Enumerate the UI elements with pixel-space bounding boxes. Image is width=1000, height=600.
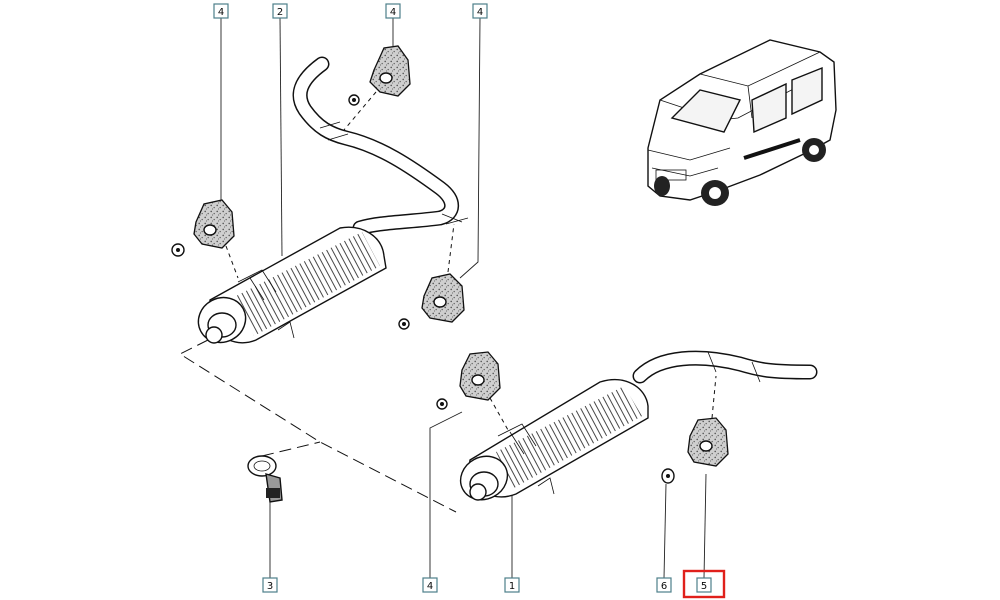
callout-4-top-right[interactable]: 4 (472, 3, 488, 19)
rubber-mount-upper-right (398, 223, 465, 330)
callout-label: 4 (390, 7, 396, 18)
callout-label: 4 (427, 581, 433, 592)
lower-exhaust-assembly (459, 350, 818, 501)
callout-label: 5 (701, 581, 707, 592)
rubber-mount-lower-left (436, 351, 509, 431)
callout-3[interactable]: 3 (262, 577, 278, 593)
van-illustration (647, 39, 837, 206)
callout-4-top-left[interactable]: 4 (213, 3, 229, 19)
callout-label: 3 (267, 581, 273, 592)
callout-1[interactable]: 1 (504, 577, 520, 593)
upper-exhaust-assembly (197, 56, 469, 344)
callout-2[interactable]: 2 (272, 3, 288, 19)
rubber-mount-upper-left (171, 199, 239, 279)
callout-5-highlight (682, 569, 726, 599)
callout-label: 4 (477, 7, 483, 18)
exhaust-clamp (247, 455, 283, 503)
callout-label: 4 (218, 7, 224, 18)
callout-label: 1 (509, 581, 515, 592)
rubber-mount-upper-top (343, 45, 411, 131)
relation-lines (178, 339, 457, 513)
callout-4-top-middle[interactable]: 4 (385, 3, 401, 19)
callout-6[interactable]: 6 (656, 577, 672, 593)
callout-label: 6 (661, 581, 667, 592)
leader-lines (220, 17, 707, 579)
callout-5[interactable]: 5 (682, 569, 726, 599)
callout-4-bottom[interactable]: 4 (422, 577, 438, 593)
rubber-mount-lower-right (661, 375, 729, 484)
callout-label: 2 (277, 7, 283, 18)
